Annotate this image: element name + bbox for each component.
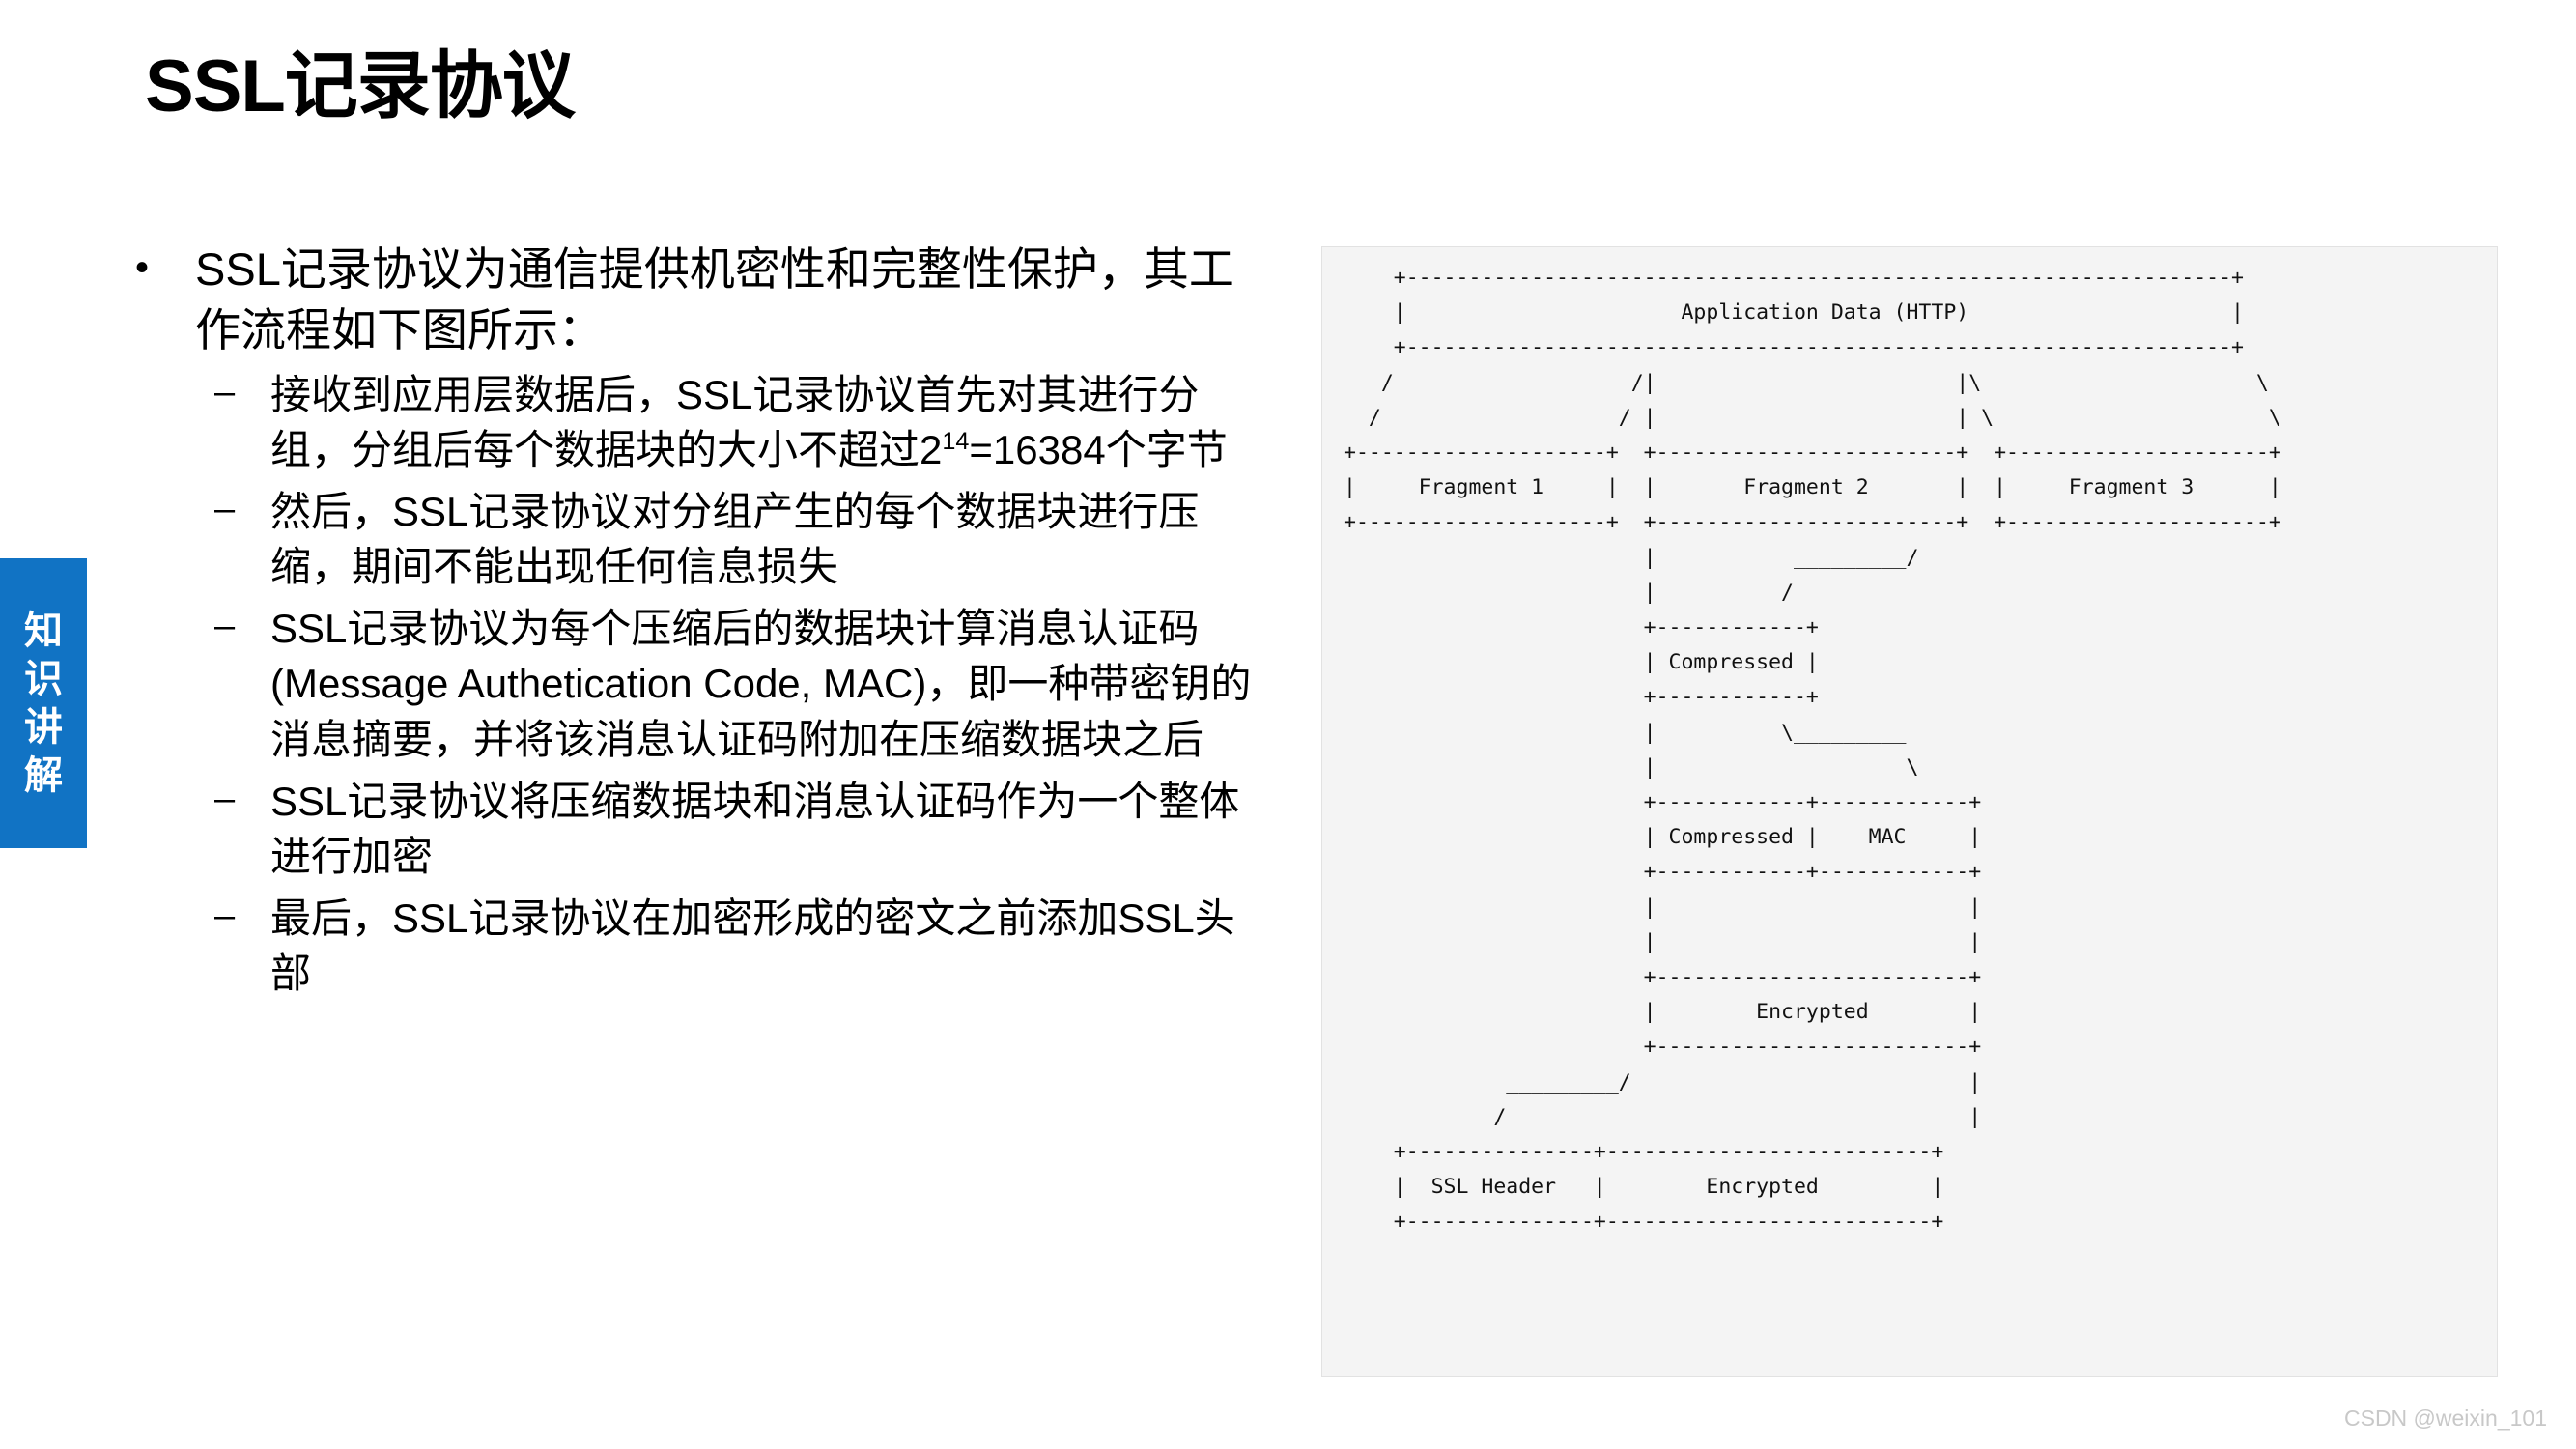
sub-bullet-text: 最后，SSL记录协议在加密形成的密文之前添加SSL头部 [270, 895, 1235, 997]
sub-bullet-marker: – [214, 778, 236, 819]
sub-bullet-text: 接收到应用层数据后，SSL记录协议首先对其进行分组，分组后每个数据块的大小不超过… [270, 367, 1256, 477]
section-tab-char-4: 解 [24, 754, 63, 797]
body-content: • SSL记录协议为通信提供机密性和完整性保护，其工作流程如下图所示： – 接收… [135, 240, 1256, 1008]
sub-bullet-4: – SSL记录协议将压缩数据块和消息认证码作为一个整体进行加密 [214, 774, 1256, 884]
bullet-marker: • [135, 246, 150, 289]
section-tab-char-1: 知 [24, 610, 63, 652]
sub-bullet-1: – 接收到应用层数据后，SSL记录协议首先对其进行分组，分组后每个数据块的大小不… [214, 367, 1256, 477]
bullet-text: SSL记录协议为通信提供机密性和完整性保护，其工作流程如下图所示： [195, 243, 1234, 355]
bullet-level1: • SSL记录协议为通信提供机密性和完整性保护，其工作流程如下图所示： [135, 240, 1256, 361]
sub-bullet-text: 然后，SSL记录协议对分组产生的每个数据块进行压缩，期间不能出现任何信息损失 [270, 489, 1200, 590]
sub-bullet-text: SSL记录协议将压缩数据块和消息认证码作为一个整体进行加密 [270, 778, 1240, 879]
sub-bullet-marker: – [214, 489, 236, 530]
sub-bullet-marker: – [214, 371, 236, 412]
watermark-csdn: CSDN @weixin_101 [2344, 1406, 2547, 1431]
section-tab-knowledge: 知 识 讲 解 [0, 558, 87, 848]
page-title: SSL记录协议 [145, 45, 576, 128]
sub-bullet-2: – 然后，SSL记录协议对分组产生的每个数据块进行压缩，期间不能出现任何信息损失 [214, 484, 1256, 594]
sub-bullet-3: – SSL记录协议为每个压缩后的数据块计算消息认证码(Message Authe… [214, 601, 1256, 766]
sub-bullet-marker: – [214, 895, 236, 936]
sub-bullet-superscript: 14 [942, 428, 970, 456]
ascii-diagram-text: +---------------------------------------… [1344, 266, 2281, 1235]
sub-bullet-text-post: =16384个字节 [969, 427, 1228, 473]
sub-bullet-text: SSL记录协议为每个压缩后的数据块计算消息认证码(Message Autheti… [270, 606, 1252, 762]
sub-bullet-marker: – [214, 606, 236, 647]
section-tab-char-3: 讲 [24, 706, 63, 749]
sub-bullet-5: – 最后，SSL记录协议在加密形成的密文之前添加SSL头部 [214, 891, 1256, 1001]
ssl-record-flow-diagram: +---------------------------------------… [1321, 246, 2498, 1377]
sub-bullet-text-pre: 接收到应用层数据后，SSL记录协议首先对其进行分组，分组后每个数据块的大小不超过… [270, 371, 1200, 473]
section-tab-char-2: 识 [24, 658, 63, 700]
